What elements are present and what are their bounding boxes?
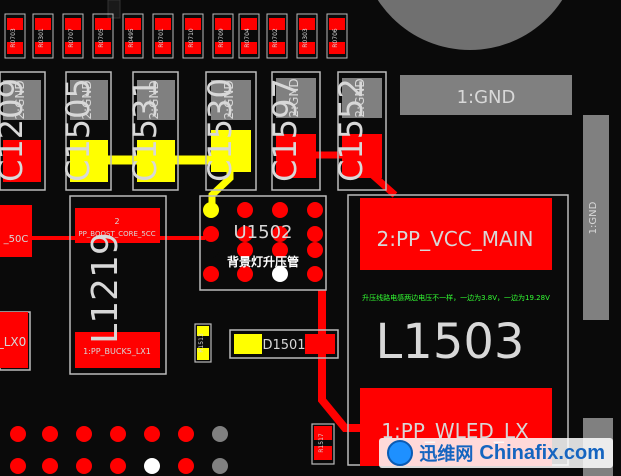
u1502-ball bbox=[203, 242, 219, 258]
resistor-r0303: R0303 bbox=[296, 13, 318, 59]
l1503-ref: L1503 bbox=[376, 314, 525, 370]
c1530-ref: C1530 bbox=[201, 78, 239, 182]
resistor-r0707: R0707 bbox=[62, 13, 84, 59]
c1597-gnd: 2:GND bbox=[287, 78, 301, 117]
u1502-ball bbox=[307, 242, 323, 258]
d1501-ref: D1501 bbox=[262, 338, 305, 353]
u1502-ball bbox=[237, 202, 253, 218]
resistor-r0701: R0701 bbox=[152, 13, 174, 59]
c1505-gnd: 2:GND bbox=[80, 80, 94, 119]
u1502-outline bbox=[199, 195, 327, 291]
u1502-ball bbox=[203, 202, 219, 218]
c1209-ref: C1209 bbox=[0, 78, 30, 182]
svg-text:R0706: R0706 bbox=[332, 28, 339, 48]
u1502-ball bbox=[272, 202, 288, 218]
resistor-r0706: R0706 bbox=[326, 13, 348, 59]
svg-text:R0701: R0701 bbox=[158, 28, 165, 48]
svg-text:R0301: R0301 bbox=[38, 28, 45, 48]
svg-text:R0303: R0303 bbox=[302, 28, 309, 48]
u1502-ball bbox=[203, 266, 219, 282]
l1219-pin2: 2 bbox=[114, 217, 119, 226]
bga-ball bbox=[10, 426, 26, 442]
watermark: 迅维网 Chinafix.com bbox=[379, 438, 613, 468]
c1531-ref: C1531 bbox=[126, 78, 164, 182]
resistor-r0705: R0705 bbox=[92, 13, 114, 59]
bga-ball bbox=[110, 426, 126, 442]
watermark-cn: 迅维网 bbox=[419, 444, 474, 465]
bga-ball bbox=[144, 458, 160, 474]
u1502-ball bbox=[307, 202, 323, 218]
resistor-r0709: R0709 bbox=[212, 13, 234, 59]
bga-ball bbox=[178, 458, 194, 474]
resistor-r0703: R0703 bbox=[4, 13, 26, 59]
c1531-gnd: 2:GND bbox=[147, 80, 161, 119]
labels: C1209 C1505 C1531 C1530 C1597 C1552 2:GN… bbox=[0, 78, 599, 453]
u1502-ball bbox=[272, 242, 288, 258]
l1219-pin1: 1:PP_BUCK5_LX1 bbox=[83, 347, 151, 356]
u1502-ball bbox=[272, 226, 288, 242]
watermark-en: Chinafix.com bbox=[479, 441, 605, 464]
u1502-ref: U1502 bbox=[234, 222, 293, 243]
u1502-ball bbox=[307, 226, 323, 242]
resistor-r0301: R0301 bbox=[32, 13, 54, 59]
bga-ball bbox=[110, 458, 126, 474]
capacitors bbox=[0, 71, 387, 191]
gnd-right-label: 1:GND bbox=[588, 201, 599, 234]
svg-text:R0495: R0495 bbox=[128, 28, 135, 48]
c1209-gnd: 2:GND bbox=[13, 80, 27, 119]
resistor-r0495: R0495 bbox=[122, 13, 144, 59]
c1530-gnd: 2:GND bbox=[222, 80, 236, 119]
u1502-ball bbox=[203, 226, 219, 242]
u1502-balls bbox=[203, 202, 323, 282]
c1597-ref: C1597 bbox=[266, 78, 304, 182]
top-resistor-row: R0703 R0301 R0707 R0705 R0495 R0701 R0710 R0709… bbox=[4, 13, 348, 59]
left-pad bbox=[0, 205, 32, 257]
u1502-note: 背景灯升压管 bbox=[227, 254, 299, 269]
mount-hole-copper bbox=[377, 0, 563, 50]
voltage-note: 升压线路电感两边电压不一样，一边为3.8V，一边为19.28V bbox=[362, 293, 550, 302]
u1502-ball bbox=[237, 226, 253, 242]
r1513-ref: R1513 bbox=[198, 333, 205, 353]
gnd-pad-right bbox=[583, 115, 609, 320]
u1502-ball bbox=[272, 266, 288, 282]
c1552-gnd: 2:GND bbox=[353, 78, 367, 117]
svg-text:R0710: R0710 bbox=[188, 28, 195, 48]
c1552-ref: C1552 bbox=[332, 78, 370, 182]
bga-ball bbox=[76, 458, 92, 474]
svg-text:R0709: R0709 bbox=[218, 28, 225, 48]
bottom-left-bga bbox=[10, 426, 228, 474]
u1502-ball bbox=[237, 266, 253, 282]
bga-ball bbox=[178, 426, 194, 442]
l1219-outline bbox=[69, 195, 167, 375]
u1502-ball bbox=[307, 266, 323, 282]
gnd-pad-top bbox=[400, 75, 572, 115]
chinafix-logo-icon bbox=[387, 440, 414, 466]
svg-text:R0707: R0707 bbox=[68, 28, 75, 48]
svg-text:R0702: R0702 bbox=[272, 28, 279, 48]
svg-text:R0705: R0705 bbox=[98, 28, 105, 48]
resistor-r0710: R0710 bbox=[182, 13, 204, 59]
bga-ball bbox=[10, 458, 26, 474]
l1219-ref: L1219 bbox=[85, 232, 126, 344]
bga-ball bbox=[212, 458, 228, 474]
bga-ball bbox=[42, 426, 58, 442]
resistor-r0704: R0704 bbox=[238, 13, 260, 59]
svg-text:R0704: R0704 bbox=[244, 28, 251, 48]
l1219-pin2-net: PP_BOOST_CORE_5CC bbox=[78, 230, 155, 238]
u1502-ball bbox=[237, 242, 253, 258]
c1505-ref: C1505 bbox=[59, 78, 97, 182]
bga-ball bbox=[144, 426, 160, 442]
resistor-r0702: R0702 bbox=[266, 13, 288, 59]
left-lx-label: _LX0 bbox=[0, 335, 26, 349]
l1503-pin2: 2:PP_VCC_MAIN bbox=[377, 227, 534, 251]
bga-ball bbox=[212, 426, 228, 442]
left-pad-label: _50C bbox=[3, 234, 29, 245]
r1517-ref: R1517 bbox=[318, 433, 325, 453]
gnd-top-label: 1:GND bbox=[457, 87, 516, 108]
bga-ball bbox=[42, 458, 58, 474]
bga-ball bbox=[76, 426, 92, 442]
svg-text:R0703: R0703 bbox=[10, 28, 17, 48]
